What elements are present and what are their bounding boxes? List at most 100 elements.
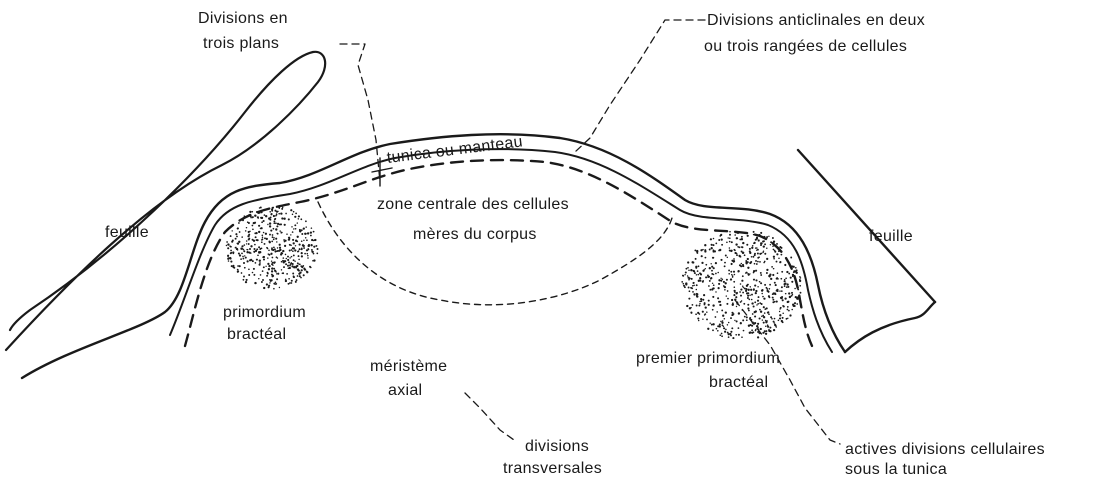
stipple-dot <box>312 251 314 253</box>
stipple-dot <box>249 259 251 261</box>
stipple-dot <box>695 313 697 315</box>
stipple-dot <box>774 282 776 284</box>
stipple-dot <box>788 310 790 312</box>
stipple-dot <box>697 252 699 254</box>
stipple-dot <box>766 272 768 274</box>
stipple-dot <box>727 290 729 292</box>
stipple-dot <box>299 275 301 277</box>
stipple-dot <box>310 235 312 237</box>
stipple-dot <box>755 279 757 281</box>
stipple-dot <box>243 262 245 264</box>
stipple-dot <box>228 257 230 259</box>
stipple-dot <box>760 232 762 234</box>
stipple-dot <box>295 228 297 230</box>
stipple-dot <box>272 274 274 276</box>
stipple-dot <box>292 263 294 265</box>
stipple-dot <box>743 287 744 288</box>
stipple-dot <box>781 271 783 273</box>
stipple-dot <box>721 309 723 311</box>
stipple-dot <box>696 284 698 286</box>
stipple-dot <box>727 324 728 325</box>
stipple-dot <box>709 280 711 282</box>
stipple-dot <box>696 295 697 296</box>
stipple-dot <box>734 252 736 254</box>
stipple-dot <box>253 274 255 276</box>
stipple-dot <box>755 239 757 241</box>
stipple-dot <box>730 334 732 336</box>
stipple-dot <box>743 330 745 332</box>
stipple-dot <box>731 327 733 329</box>
stipple-dot <box>273 268 275 270</box>
stipple-dot <box>282 273 283 274</box>
stipple-dot <box>751 332 753 334</box>
stipple-dot <box>724 318 726 320</box>
stipple-dot <box>719 334 721 336</box>
stipple-dot <box>248 214 250 216</box>
stipple-dot <box>261 221 263 223</box>
stipple-dot <box>697 270 699 272</box>
stipple-dot <box>721 333 723 335</box>
stipple-dot <box>245 281 247 283</box>
stipple-dot <box>765 325 767 327</box>
stipple-dot <box>291 256 293 258</box>
stipple-dot <box>311 249 313 251</box>
stipple-dot <box>250 252 252 254</box>
stipple-dot <box>747 235 749 237</box>
stipple-dot <box>733 249 735 251</box>
stipple-dot <box>720 234 722 236</box>
stipple-dot <box>707 274 709 276</box>
stipple-dot <box>725 255 727 257</box>
stipple-dot <box>290 234 291 235</box>
stipple-dot <box>722 315 724 317</box>
stipple-dot <box>716 311 718 313</box>
stipple-dot <box>288 267 290 269</box>
stipple-dot <box>262 270 264 272</box>
stipple-dot <box>799 280 801 282</box>
stipple-dot <box>724 265 726 267</box>
stipple-dot <box>784 280 786 282</box>
stipple-dot <box>797 288 799 290</box>
stipple-dot <box>763 298 765 300</box>
stipple-dot <box>767 312 769 314</box>
stipple-dot <box>289 250 291 252</box>
stipple-dot <box>293 275 295 277</box>
stipple-dot <box>270 230 272 232</box>
stipple-dot <box>712 287 714 289</box>
stipple-dot <box>301 252 303 254</box>
stipple-dot <box>762 319 763 320</box>
stipple-dot <box>304 253 306 255</box>
stipple-dot <box>717 272 719 274</box>
stipple-dot <box>244 255 245 256</box>
stipple-dot <box>749 250 751 252</box>
stipple-dot <box>293 247 295 249</box>
stipple-dot <box>275 271 277 273</box>
stipple-dot <box>776 277 778 279</box>
stipple-dot <box>709 289 711 291</box>
stipple-dot <box>301 248 303 250</box>
stipple-dot <box>726 295 727 296</box>
stipple-dot <box>743 303 745 305</box>
stipple-dot <box>742 252 744 254</box>
stipple-dot <box>745 272 746 273</box>
stipple-dot <box>302 265 304 267</box>
stipple-dot <box>696 293 698 295</box>
stipple-dot <box>273 228 275 230</box>
stipple-dot <box>765 330 767 332</box>
stipple-dot <box>772 237 774 239</box>
stipple-dot <box>253 248 255 250</box>
stipple-dot <box>275 283 277 285</box>
stipple-dot <box>698 265 700 267</box>
stipple-dot <box>702 311 704 313</box>
stipple-dot <box>764 261 766 263</box>
stipple-dot <box>308 244 310 246</box>
stipple-dot <box>293 211 295 213</box>
stipple-dot <box>239 254 241 256</box>
stipple-dot <box>721 238 723 240</box>
stipple-dot <box>310 244 312 246</box>
stipple-dot <box>241 245 243 247</box>
stipple-dot <box>227 243 229 245</box>
stipple-dot <box>294 216 296 218</box>
stipple-dot <box>699 277 701 279</box>
label-zone-centrale-line2: mères du corpus <box>413 224 537 245</box>
